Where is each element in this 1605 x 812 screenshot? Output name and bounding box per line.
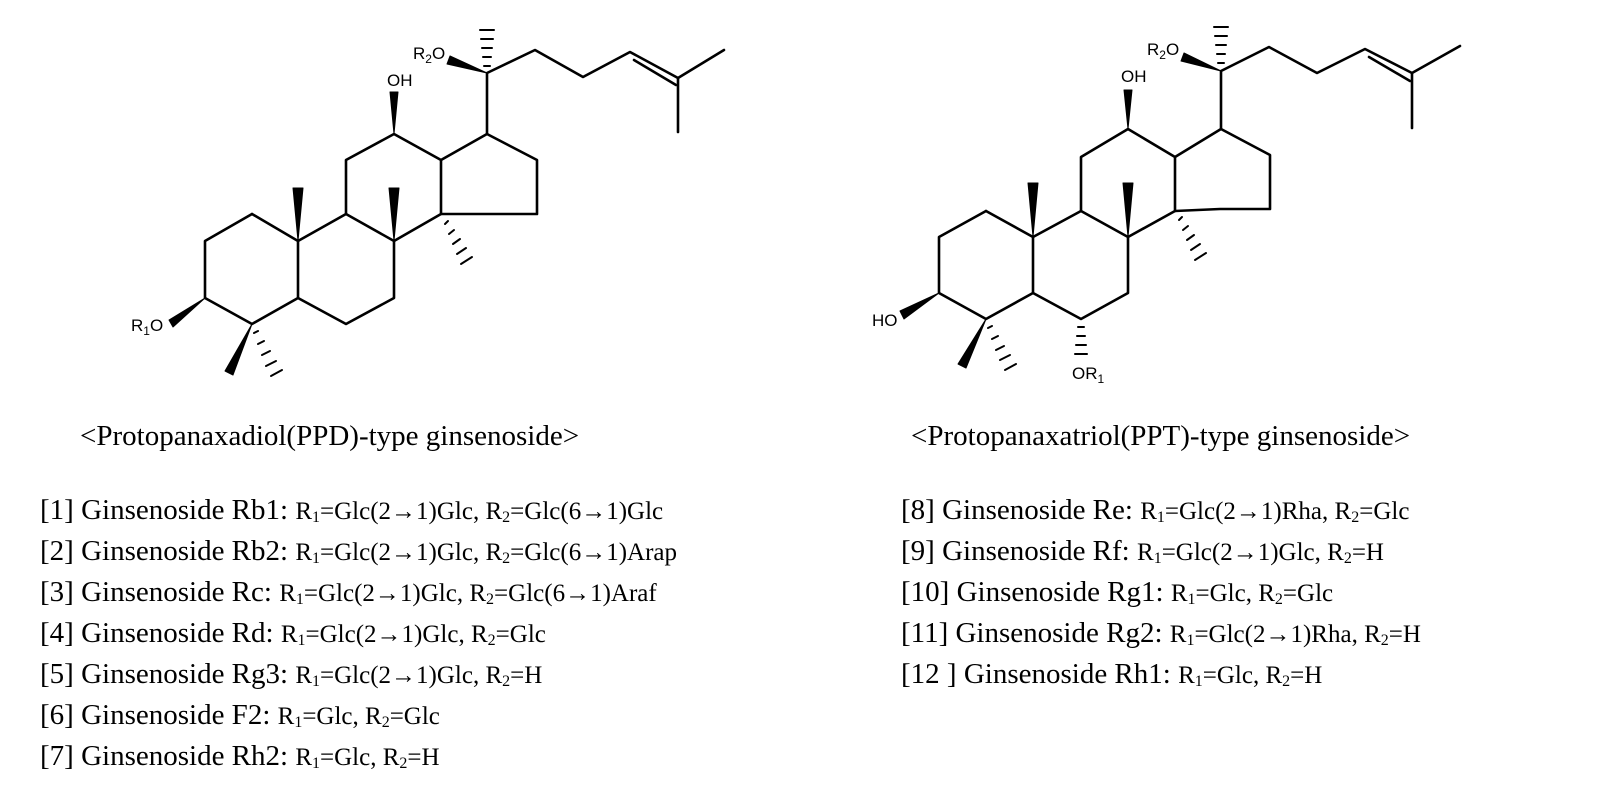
substituent-r1: R1=Glc(2→1)Glc, — [295, 539, 486, 567]
substituent-r2: R2=Glc — [1258, 580, 1334, 608]
ppd-hash-c20 — [479, 29, 495, 67]
ppt-ring-a — [937, 209, 1035, 321]
ppt-ginsenoside-list: [8] Ginsenoside Re: R1=Glc(2→1)Rha, R2=G… — [901, 490, 1421, 695]
substituent-r2: R2=H — [1364, 621, 1421, 649]
ppt-methyl-wedge-c8 — [1122, 182, 1134, 238]
ppt-hash-c20 — [1213, 26, 1229, 64]
ppt-oh-label: OH — [1121, 67, 1147, 86]
ppd-ring-d — [439, 132, 539, 216]
list-item: [5] Ginsenoside Rg3: R1=Glc(2→1)Glc, R2=… — [40, 654, 677, 695]
list-item: [8] Ginsenoside Re: R1=Glc(2→1)Rha, R2=G… — [901, 490, 1421, 531]
ppt-ring-b — [1031, 209, 1130, 321]
substituent-r1: R1=Glc(2→1)Glc, — [280, 621, 471, 649]
ppd-ring-c — [344, 132, 443, 243]
substituent-r1: R1=Glc, — [1170, 580, 1259, 608]
substituent-r1: R1=Glc(2→1)Rha, — [1169, 621, 1365, 649]
ppt-methyl-wedge-c10 — [1027, 182, 1039, 238]
ginsenoside-name: [4] Ginsenoside Rd: — [40, 617, 281, 649]
list-item: [4] Ginsenoside Rd: R1=Glc(2→1)Glc, R2=G… — [40, 613, 677, 654]
list-item: [12 ] Ginsenoside Rh1: R1=Glc, R2=H — [901, 654, 1421, 695]
substituent-r1: R1=Glc(2→1)Glc, — [295, 662, 486, 690]
ginsenoside-name: [11] Ginsenoside Rg2: — [901, 617, 1170, 649]
ppt-hash-c4 — [987, 325, 1017, 371]
ppd-methyl-wedge-c10 — [292, 187, 304, 242]
substituent-r2: R2=Glc(6→1)Glc — [485, 498, 664, 526]
list-item: [3] Ginsenoside Rc: R1=Glc(2→1)Glc, R2=G… — [40, 572, 677, 613]
ppd-structure: OH R1O R2O — [131, 29, 726, 377]
ginsenoside-name: [9] Ginsenoside Rf: — [901, 535, 1137, 567]
ppd-r1o-wedge — [168, 297, 206, 328]
ppt-or1-label: OR1 — [1072, 364, 1105, 386]
ppd-double-bond — [632, 58, 678, 87]
ppd-methyl-wedge-c4 — [224, 323, 253, 376]
list-item: [10] Ginsenoside Rg1: R1=Glc, R2=Glc — [901, 572, 1421, 613]
list-item: [7] Ginsenoside Rh2: R1=Glc, R2=H — [40, 736, 677, 777]
ginsenoside-name: [10] Ginsenoside Rg1: — [901, 576, 1171, 608]
ppd-hash-c4 — [253, 330, 283, 377]
ppt-ring-d — [1173, 127, 1272, 213]
ginsenoside-name: [6] Ginsenoside F2: — [40, 699, 278, 731]
ppd-ring-a — [203, 212, 300, 326]
substituent-r2: R2=H — [485, 662, 543, 690]
ginsenoside-name: [2] Ginsenoside Rb2: — [40, 535, 296, 567]
ppd-ring-b — [296, 212, 396, 326]
ppd-methyl-wedge-c8 — [388, 187, 400, 242]
substituent-r2: R2=H — [1265, 662, 1323, 690]
ppt-methyl-wedge-c4 — [957, 318, 987, 369]
ppd-oh-label: OH — [387, 71, 413, 90]
substituent-r2: R2=Glc — [365, 703, 440, 731]
ppt-oh-wedge — [1123, 89, 1133, 130]
ginsenoside-name: [12 ] Ginsenoside Rh1: — [901, 658, 1179, 690]
substituent-r1: R1=Glc, — [1178, 662, 1266, 690]
ppt-hash-c6 — [1074, 326, 1088, 355]
substituent-r2: R2=H — [382, 744, 440, 772]
substituent-r2: R2=Glc — [1334, 498, 1410, 526]
ppt-r2o-label: R2O — [1147, 40, 1179, 62]
ppd-r2o-label: R2O — [413, 44, 445, 66]
ppd-hash-c14 — [444, 220, 473, 265]
ppt-side-chain — [1219, 44, 1462, 131]
ppt-ho-label: HO — [872, 311, 898, 330]
substituent-r1: R1=Glc, — [277, 703, 366, 731]
list-item: [2] Ginsenoside Rb2: R1=Glc(2→1)Glc, R2=… — [40, 531, 677, 572]
ppt-ho-wedge — [899, 292, 940, 320]
ginsenoside-name: [8] Ginsenoside Re: — [901, 494, 1141, 526]
ppd-r1o-label: R1O — [131, 316, 163, 338]
substituent-r1: R1=Glc(2→1)Glc, — [1137, 539, 1328, 567]
substituent-r1: R1=Glc(2→1)Rha, — [1140, 498, 1335, 526]
ppt-caption: <Protopanaxatriol(PPT)-type ginsenoside> — [911, 420, 1411, 452]
list-item: [1] Ginsenoside Rb1: R1=Glc(2→1)Glc, R2=… — [40, 490, 677, 531]
substituent-r2: R2=Glc — [470, 621, 546, 649]
ppt-r2o-wedge — [1180, 52, 1222, 72]
ginsenoside-name: [5] Ginsenoside Rg3: — [40, 658, 296, 690]
substituent-r1: R1=Glc, — [295, 744, 383, 772]
substituent-r2: R2=Glc(6→1)Arap — [485, 539, 677, 567]
list-item: [11] Ginsenoside Rg2: R1=Glc(2→1)Rha, R2… — [901, 613, 1421, 654]
ppd-oh-wedge — [389, 91, 399, 135]
list-item: [9] Ginsenoside Rf: R1=Glc(2→1)Glc, R2=H — [901, 531, 1421, 572]
ppt-ring-c — [1079, 127, 1177, 239]
ginsenoside-name: [7] Ginsenoside Rh2: — [40, 740, 296, 772]
ppt-structure: OH HO OR1 R2O — [872, 26, 1462, 386]
ginsenoside-name: [1] Ginsenoside Rb1: — [40, 494, 296, 526]
list-item: [6] Ginsenoside F2: R1=Glc, R2=Glc — [40, 695, 677, 736]
ppd-caption: <Protopanaxadiol(PPD)-type ginsenoside> — [80, 420, 580, 452]
substituent-r1: R1=Glc(2→1)Glc, — [295, 498, 486, 526]
ppd-r2o-wedge — [446, 55, 488, 74]
ppt-hash-c14 — [1178, 216, 1207, 261]
ppt-double-bond — [1367, 55, 1412, 83]
ppd-ginsenoside-list: [1] Ginsenoside Rb1: R1=Glc(2→1)Glc, R2=… — [40, 490, 677, 777]
ginsenoside-name: [3] Ginsenoside Rc: — [40, 576, 280, 608]
substituent-r2: R2=H — [1327, 539, 1384, 567]
substituent-r1: R1=Glc(2→1)Glc, — [279, 580, 470, 608]
substituent-r2: R2=Glc(6→1)Araf — [469, 580, 657, 608]
ppd-side-chain — [485, 48, 726, 136]
